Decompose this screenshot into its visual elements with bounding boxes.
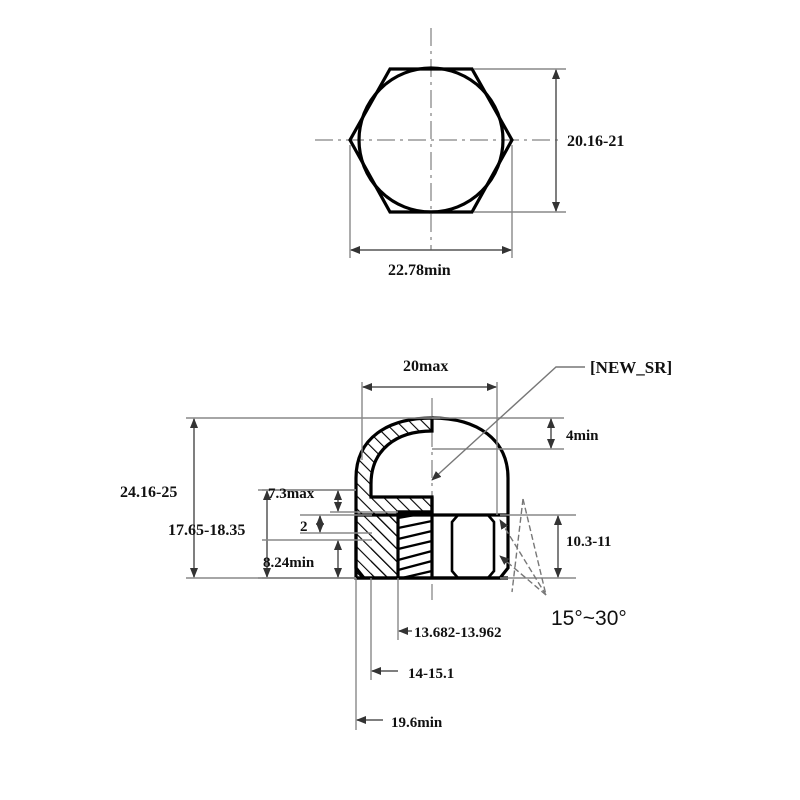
dimension-cap-width: 20max [361, 358, 498, 515]
dimension-hex-height: 10.3-11 [500, 514, 611, 579]
dome-outer-profile-right [431, 416, 510, 515]
thread-flank [397, 539, 433, 551]
dimension-label-chamfer-angle: 15°~30° [551, 607, 627, 630]
dimension-label-across-corners: 22.78min [388, 262, 451, 279]
hex-corner-edge-2 [487, 514, 496, 579]
dimension-label-bearing-face: 19.6min [391, 715, 443, 731]
annotation-dome-radius: [NEW_SR] [431, 358, 672, 481]
thread-flank [397, 510, 433, 520]
dimension-minor-diameter: 13.682-13.962 [397, 578, 502, 641]
angle-leader-arrow-upper [499, 519, 547, 596]
dimension-label-cap-width: 20max [403, 358, 448, 375]
dimension-label-major-diameter: 14-15.1 [408, 666, 454, 682]
dimension-major-diameter: 14-15.1 [370, 578, 454, 682]
dimension-label-body-height: 17.65-18.35 [168, 522, 245, 539]
dimension-cap-wall: 4min [432, 417, 599, 450]
dimension-across-corners: 22.78min [349, 145, 513, 279]
dimension-label-thread-length: 8.24min [263, 555, 315, 571]
dimension-across-flats: 20.16-21 [474, 68, 624, 213]
dimension-thread-length: 8.24min [262, 539, 372, 579]
thread-flank [397, 549, 433, 562]
angle-leader-outer [522, 498, 547, 596]
hexagon-outline [348, 67, 514, 214]
dimension-label-across-flats: 20.16-21 [567, 133, 624, 150]
dimension-label-hex-height: 10.3-11 [566, 534, 611, 550]
dimension-thread-clearance: 7.3max [262, 486, 398, 513]
washer-face-circle [357, 66, 505, 214]
dimension-chamfer-angle: 15°~30° [499, 498, 627, 630]
leader-line [431, 366, 585, 481]
hatched-thread-root [371, 512, 398, 578]
hexagon-top-view: 20.16-21 22.78min [315, 28, 624, 279]
thread-flank [397, 559, 433, 572]
dimension-label-chamfer-depth: 2 [300, 519, 308, 535]
dimension-bearing-face: 19.6min [355, 578, 443, 731]
cap-nut-section-view: 20max 4min [NEW_SR] 24.16-25 17.65-18.35 [120, 358, 672, 731]
dimension-overall-height: 24.16-25 [120, 417, 440, 579]
dimension-label-overall-height: 24.16-25 [120, 484, 177, 501]
angle-leader-arrow-lower [499, 555, 547, 596]
dimension-label-thread-clearance: 7.3max [268, 486, 315, 502]
annotation-label-new-sr: [NEW_SR] [590, 358, 672, 377]
dimension-label-cap-wall: 4min [566, 428, 599, 444]
angle-leader-inner [511, 498, 524, 593]
dimension-chamfer-depth: 2 [300, 514, 372, 535]
hex-corner-edge-1 [450, 514, 459, 579]
thread-flank [397, 519, 433, 530]
dimension-label-minor-diameter: 13.682-13.962 [414, 625, 502, 641]
internal-thread-profile [396, 497, 434, 580]
dimension-body-height: 17.65-18.35 [168, 489, 356, 579]
thread-flank [397, 529, 433, 541]
thread-flank [401, 569, 433, 580]
